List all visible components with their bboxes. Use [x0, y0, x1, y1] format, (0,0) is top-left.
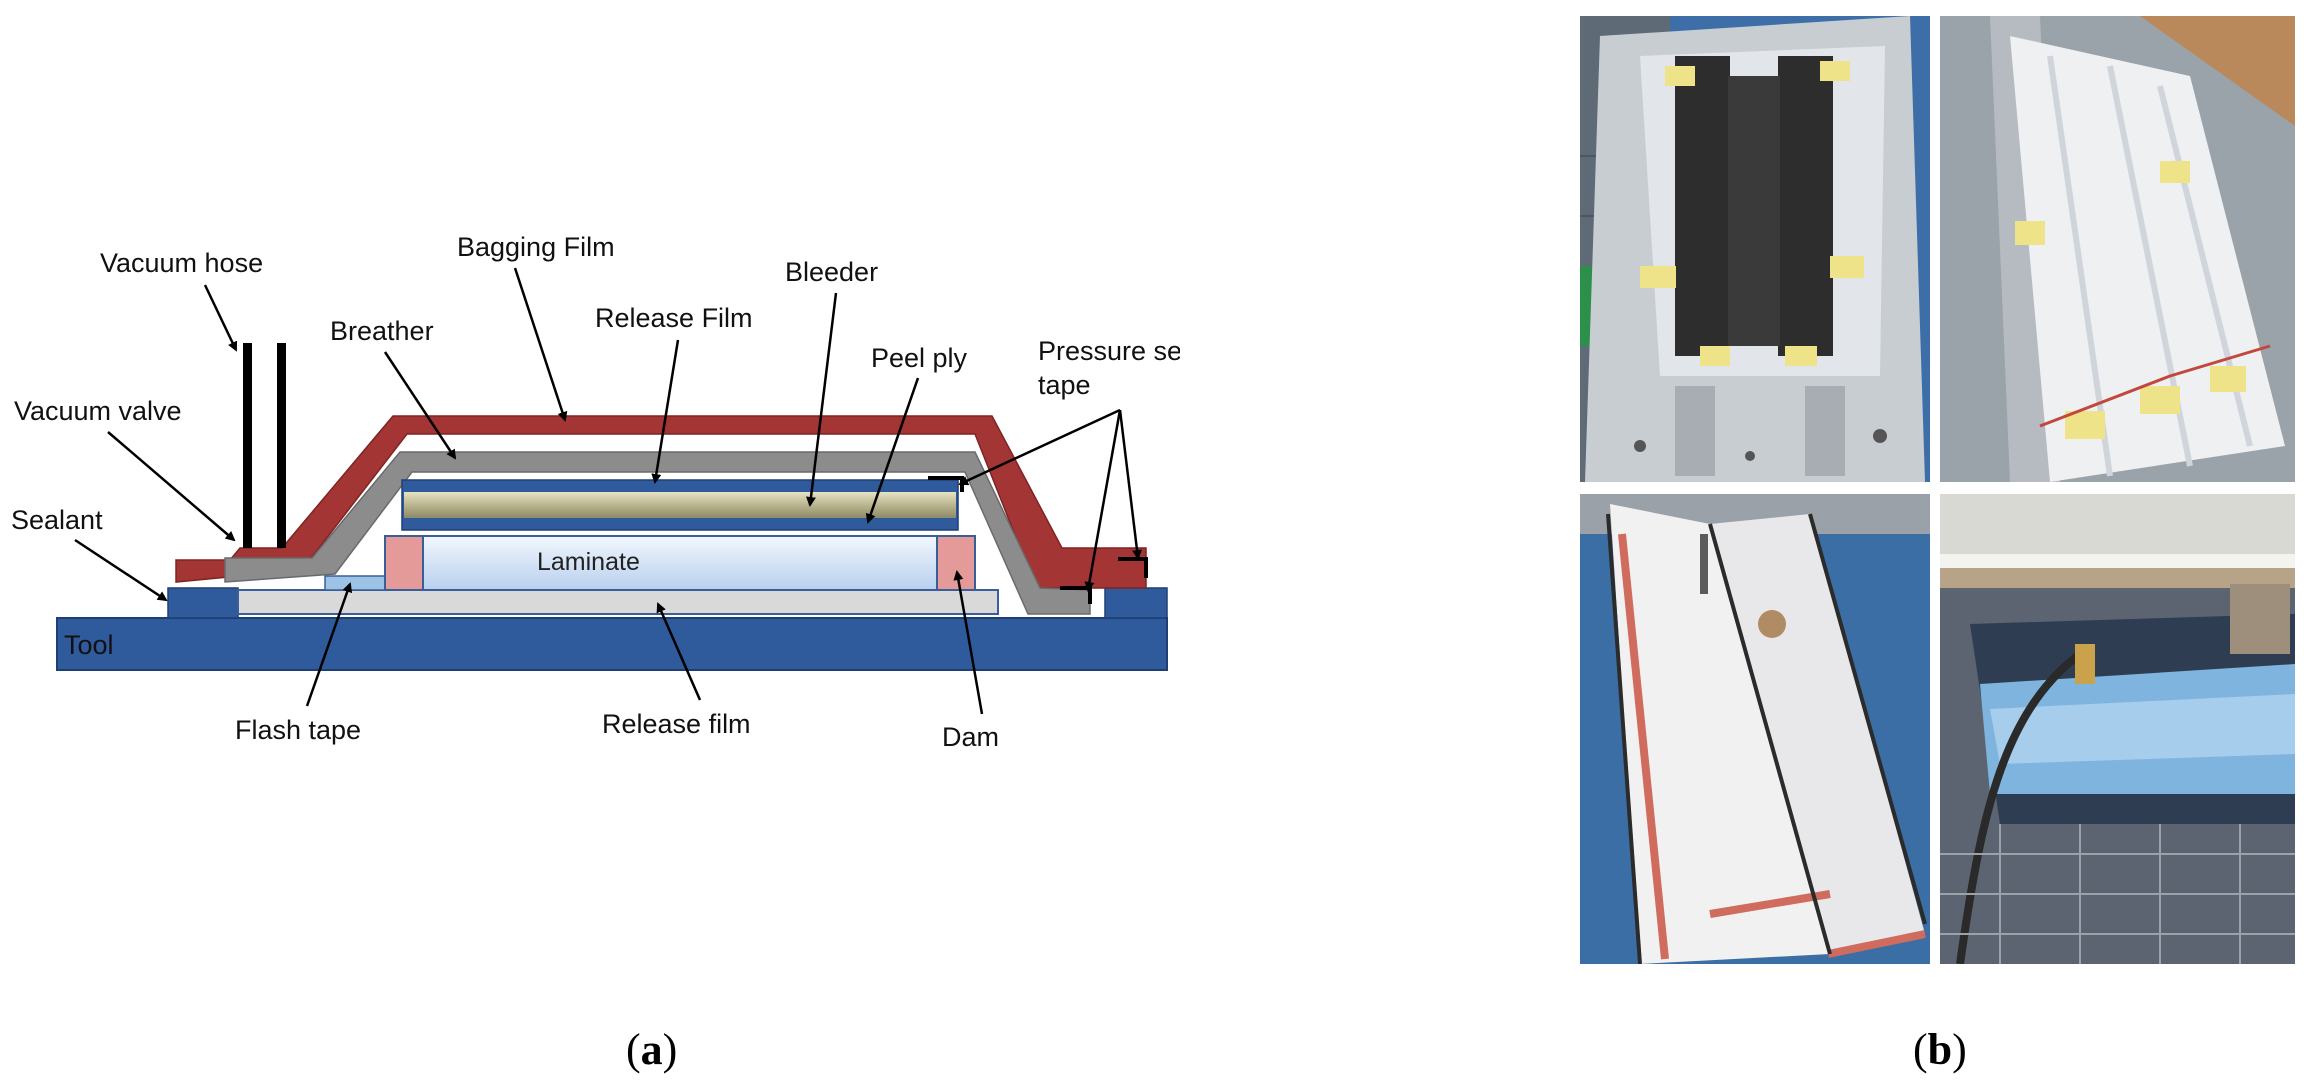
- vacuum-bagging-diagram: Vacuum hose Bagging Film Bleeder Breathe…: [11, 232, 1180, 752]
- label-flash-tape: Flash tape: [235, 715, 361, 745]
- arrow-release-film-bottom: [656, 602, 702, 701]
- arrow-psa-1: [958, 408, 1121, 486]
- bottom-release-film: [237, 589, 999, 615]
- sealant-right: [1104, 587, 1168, 619]
- label-tool: Tool: [64, 630, 114, 660]
- arrow-peel-ply: [865, 377, 920, 524]
- caption-a: (a): [626, 1025, 678, 1074]
- caption-b: (b): [1913, 1025, 1967, 1074]
- arrow-vacuum-hose: [203, 284, 238, 352]
- label-bleeder: Bleeder: [785, 257, 878, 287]
- bleeder-layer: [404, 492, 956, 518]
- label-vacuum-valve: Vacuum valve: [14, 396, 182, 426]
- arrow-vacuum-valve: [107, 431, 236, 542]
- flash-tape: [324, 575, 386, 591]
- photo-bagged-part-with-breather: [1580, 494, 1930, 964]
- arrow-sealant: [74, 538, 168, 602]
- dam-left: [384, 535, 424, 591]
- label-dam: Dam: [942, 722, 999, 752]
- dam-right: [936, 535, 976, 591]
- arrow-breather: [383, 351, 457, 460]
- vacuum-hose-left: [243, 343, 252, 548]
- arrow-release-film-top: [651, 339, 680, 484]
- breather-layer: [224, 451, 1091, 615]
- caption-b-letter: b: [1927, 1025, 1953, 1074]
- arrow-flash-tape: [305, 582, 353, 707]
- arrow-bagging-film: [513, 267, 568, 422]
- pressure-sensitive-tape-right: [1118, 557, 1148, 578]
- label-release-film-top: Release Film: [595, 303, 753, 333]
- label-release-film-bottom: Release film: [602, 709, 751, 739]
- sealant-left: [167, 587, 239, 619]
- tool-plate: [56, 617, 1168, 671]
- label-bagging-film: Bagging Film: [457, 232, 615, 262]
- label-laminate: Laminate: [537, 548, 640, 576]
- arrow-psa-3: [1118, 409, 1142, 560]
- photo-vacuum-bag-in-oven: [1940, 494, 2295, 964]
- label-vacuum-hose: Vacuum hose: [100, 248, 263, 278]
- vacuum-hose-right: [277, 343, 286, 548]
- label-pressure-sensitive-1: Pressure sensitive: [1038, 336, 1180, 366]
- photo-mould-with-carbon-plies: [1580, 16, 1930, 482]
- label-breather: Breather: [330, 316, 434, 346]
- caption-a-letter: a: [640, 1025, 663, 1074]
- arrow-dam: [953, 570, 984, 715]
- label-peel-ply: Peel ply: [871, 343, 968, 373]
- label-pressure-sensitive-2: tape: [1038, 370, 1091, 400]
- laminate-layer: [422, 535, 938, 591]
- photo-peel-ply-covered-mould: [1940, 16, 2295, 482]
- arrow-psa-2: [1084, 409, 1122, 592]
- label-sealant: Sealant: [11, 505, 103, 535]
- arrow-bleeder: [806, 292, 838, 507]
